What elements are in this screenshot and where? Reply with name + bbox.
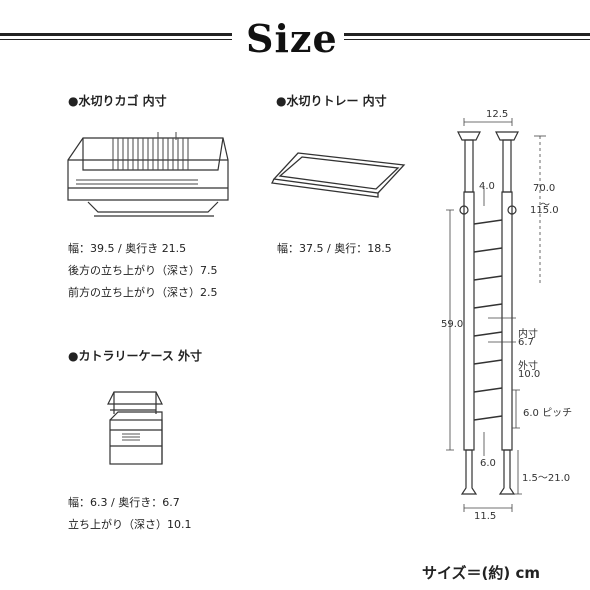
basket-heading: ●水切りカゴ 内寸 <box>68 94 167 108</box>
page-title: Size <box>246 16 338 61</box>
rack-top-width: 12.5 <box>486 109 509 120</box>
rack-height-min: 70.0 <box>533 183 556 194</box>
cutlery-heading: ●カトラリーケース 外寸 <box>68 349 203 363</box>
rack-outer-value: 10.0 <box>518 369 541 380</box>
basket-specs: 幅：39.5 / 奥行き 21.5 後方の立ち上がり（深さ）7.5 前方の立ち上… <box>68 238 218 304</box>
title-rule-left-thin <box>0 39 232 40</box>
rack-outer-label: 外寸 <box>518 361 538 372</box>
drain-tray-illustration <box>271 152 406 198</box>
tension-rack-illustration <box>446 118 546 512</box>
tray-specs: 幅：37.5 / 奥行：18.5 <box>277 238 392 260</box>
rack-bottom-range: 1.5〜21.0 <box>522 473 571 484</box>
title-rule-left <box>0 33 232 36</box>
tray-heading: ●水切りトレー 内寸 <box>276 94 387 108</box>
rack-pitch: 6.0 ピッチ <box>523 408 573 419</box>
rack-bottom-width: 11.5 <box>474 511 497 522</box>
title-rule-right-thin <box>344 39 590 40</box>
basket-spec-front: 前方の立ち上がり（深さ）2.5 <box>68 286 218 299</box>
rack-bottom-gap: 6.0 <box>480 458 496 469</box>
unit-note: サイズ＝(約) cm <box>422 564 541 582</box>
rack-height-max: 115.0 <box>530 205 559 216</box>
rack-hook-gap: 4.0 <box>479 181 495 192</box>
page-title-area: Size <box>0 8 590 68</box>
dish-basket-illustration <box>67 132 229 217</box>
basket-spec-width: 幅：39.5 / 奥行き 21.5 <box>68 242 187 255</box>
basket-spec-rear: 後方の立ち上がり（深さ）7.5 <box>68 264 218 277</box>
rack-rung-height: 59.0 <box>441 319 464 330</box>
title-rule-right <box>344 33 590 36</box>
tray-spec-size: 幅：37.5 / 奥行：18.5 <box>277 242 392 255</box>
cutlery-spec-depth: 立ち上がり（深さ）10.1 <box>68 518 192 531</box>
rack-inner-value: 6.7 <box>518 337 534 348</box>
cutlery-case-illustration <box>107 391 163 465</box>
cutlery-specs: 幅：6.3 / 奥行き：6.7 立ち上がり（深さ）10.1 <box>68 492 192 536</box>
rack-height-sep: 〜 <box>540 200 550 211</box>
cutlery-spec-size: 幅：6.3 / 奥行き：6.7 <box>68 496 180 509</box>
rack-inner-label: 内寸 <box>518 329 538 340</box>
